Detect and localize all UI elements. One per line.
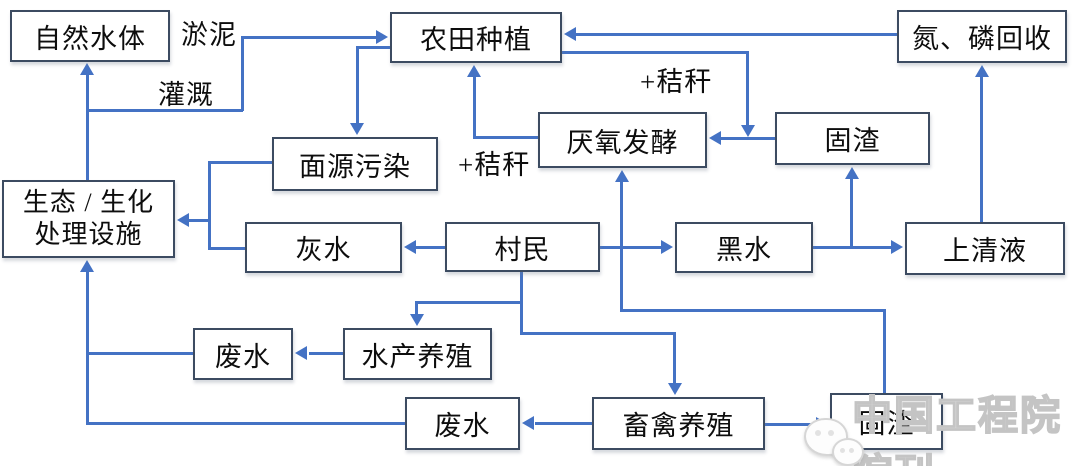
connector-to-aquaculture-h xyxy=(415,301,522,304)
node-solid-residue-top: 固渣 xyxy=(775,112,930,165)
connector-farmland-straw-v xyxy=(746,51,749,127)
node-wastewater-livestock: 废水 xyxy=(405,397,520,450)
node-np-recovery: 氮、磷回收 xyxy=(897,10,1067,63)
connector-left-riser xyxy=(86,271,89,424)
arrowhead xyxy=(177,213,189,227)
arrowhead xyxy=(410,314,424,326)
arrowhead xyxy=(522,416,534,430)
connector-nonpoint-out xyxy=(208,161,274,164)
connector-to-aquaculture-v xyxy=(415,301,418,315)
connector-livestock-wastewater xyxy=(535,422,592,425)
node-label: 固渣 xyxy=(858,409,915,439)
connector-villagers-greywater xyxy=(415,246,446,249)
connector-treatment-naturalwater xyxy=(86,74,89,180)
connector-blackwater-residue xyxy=(850,178,853,248)
arrowhead xyxy=(891,240,903,254)
node-label: 面源污染 xyxy=(299,151,411,182)
connector-supernatant-nprecovery xyxy=(980,76,983,223)
node-label: 厌氧发酵 xyxy=(566,127,679,158)
node-label: 固渣 xyxy=(824,126,881,156)
node-label: 水产养殖 xyxy=(361,341,474,372)
arrowhead xyxy=(741,125,755,137)
node-supernatant: 上清液 xyxy=(905,222,1065,275)
node-label: 灰水 xyxy=(295,235,352,265)
connector-irrigation-v xyxy=(241,37,244,111)
connector-anaerobic-farmland-v xyxy=(473,76,476,138)
node-greywater: 灰水 xyxy=(245,222,402,273)
arrowhead xyxy=(668,383,682,395)
connector-farmland-nonpoint-v xyxy=(356,46,359,125)
connector-nprecovery-farmland xyxy=(575,33,897,36)
node-label: 农田种植 xyxy=(420,25,532,55)
connector-wastewater-left1 xyxy=(86,352,194,355)
edge-label-straw-top: +秸秆 xyxy=(640,67,713,97)
arrowhead xyxy=(709,131,721,145)
arrowhead xyxy=(845,167,859,179)
node-natural-water: 自然水体 xyxy=(10,10,170,62)
arrowhead xyxy=(661,240,673,254)
arrowhead xyxy=(80,63,94,75)
arrowhead xyxy=(295,346,307,360)
connector-wastewater-left2 xyxy=(86,422,406,425)
connector-farmland-straw-h xyxy=(561,51,749,54)
arrowhead xyxy=(975,65,989,77)
node-treatment-facility: 生态 / 生化 处理设施 xyxy=(2,180,175,258)
connector-residuebottom-h xyxy=(620,309,886,312)
node-wastewater-aquaculture: 废水 xyxy=(193,328,293,380)
edge-label-straw-mid: +秸秆 xyxy=(458,150,531,180)
arrowhead xyxy=(80,260,94,272)
node-aquaculture: 水产养殖 xyxy=(343,328,492,380)
connector-livestock-residue xyxy=(764,423,817,426)
connector-greywater-out xyxy=(208,247,247,250)
connector-silt-to-farmland xyxy=(241,36,378,39)
node-label: 上清液 xyxy=(943,236,1027,266)
connector-merge-v xyxy=(208,161,211,250)
connector-anaerobic-farmland-h xyxy=(473,136,538,139)
node-anaerobic-fermentation: 厌氧发酵 xyxy=(538,112,707,168)
arrowhead xyxy=(350,123,364,135)
edge-label-irrigation: 灌溉 xyxy=(158,80,214,110)
connector-residue-anaerobic xyxy=(720,137,775,140)
watermark: 中国工程院院刊 xyxy=(798,383,1080,466)
node-livestock: 畜禽养殖 xyxy=(592,397,765,450)
node-label: 废水 xyxy=(215,341,271,372)
arrowhead xyxy=(564,27,576,41)
node-farmland: 农田种植 xyxy=(390,12,562,63)
connector-irrigation-h xyxy=(86,109,243,112)
connector-farmland-nonpoint-h xyxy=(356,46,392,49)
connector-villagers-blackwater xyxy=(599,246,662,249)
node-blackwater: 黑水 xyxy=(675,222,813,273)
node-label: 生态 / 生化 xyxy=(22,188,155,218)
arrowhead xyxy=(467,65,481,77)
arrowhead xyxy=(376,30,388,44)
connector-aquaculture-wastewater xyxy=(309,352,343,355)
node-label: 氮、磷回收 xyxy=(912,24,1052,54)
watermark-text: 中国工程院院刊 xyxy=(851,392,1063,466)
node-nonpoint-pollution: 面源污染 xyxy=(272,137,438,191)
arrowhead xyxy=(615,170,629,182)
node-label: 村民 xyxy=(494,234,551,265)
node-label: 自然水体 xyxy=(34,23,146,54)
connector-residuebottom-v2 xyxy=(620,181,623,311)
node-label: 畜禽养殖 xyxy=(622,411,735,441)
node-villagers: 村民 xyxy=(445,222,600,272)
edge-label-silt: 淤泥 xyxy=(181,20,237,50)
node-label: 黑水 xyxy=(716,235,772,265)
node-label: 废水 xyxy=(434,411,491,441)
node-label: 处理设施 xyxy=(34,220,143,249)
arrowhead xyxy=(404,240,416,254)
connector-into-treatment xyxy=(188,219,210,222)
connector-to-livestock-v xyxy=(673,332,676,384)
wechat-icon xyxy=(798,412,864,466)
connector-to-livestock-h xyxy=(520,332,676,335)
connector-residuebottom-v1 xyxy=(883,309,886,395)
